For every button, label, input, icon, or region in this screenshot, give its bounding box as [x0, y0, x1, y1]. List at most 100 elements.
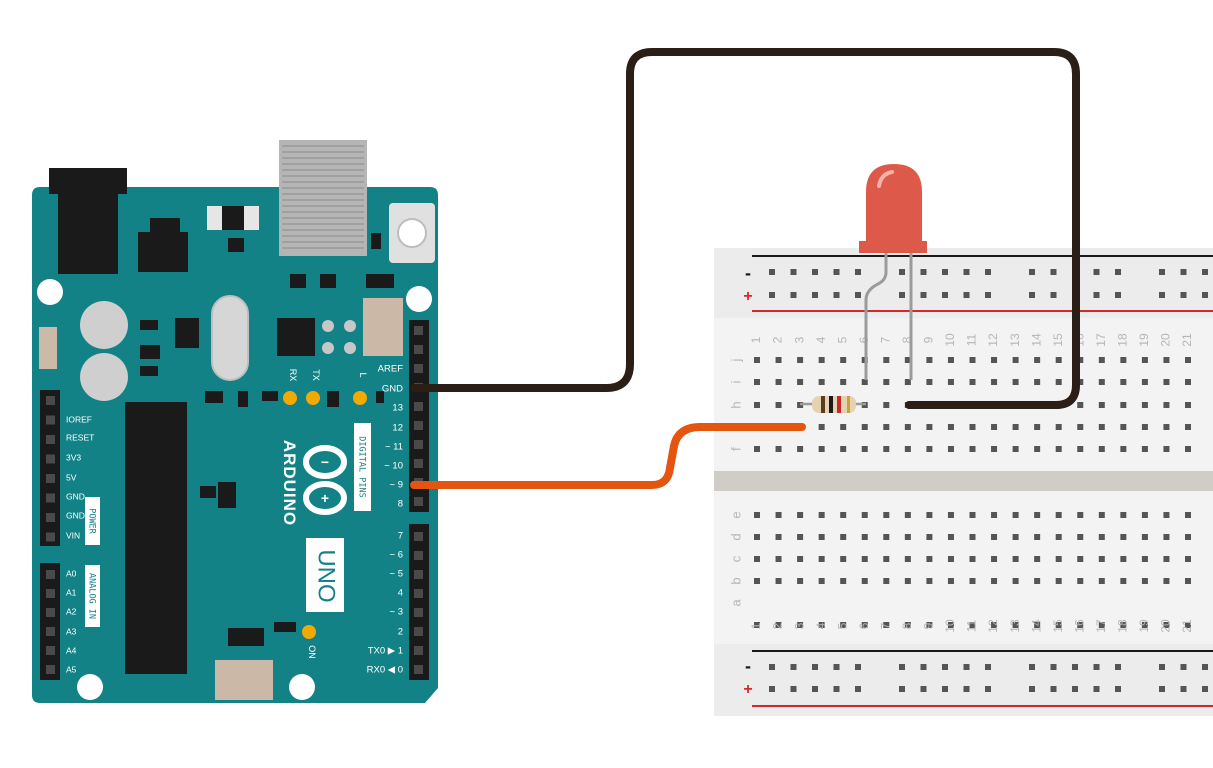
breadboard-hole [1098, 622, 1105, 628]
breadboard-hole [969, 379, 976, 385]
breadboard-hole [1163, 357, 1170, 363]
top-rail-plus-sign: + [743, 288, 752, 305]
digital-header-lower [409, 524, 429, 680]
pad [322, 342, 334, 354]
breadboard-hole [969, 578, 976, 584]
header-pin[interactable] [414, 326, 423, 335]
header-pin[interactable] [414, 532, 423, 541]
header-pin[interactable] [414, 345, 423, 354]
rail-hole [985, 686, 991, 692]
breadboard-hole [1163, 578, 1170, 584]
header-pin[interactable] [414, 440, 423, 449]
bottom-rail-plus-sign: + [743, 681, 752, 698]
breadboard-hole [1141, 622, 1148, 628]
breadboard-hole [1120, 578, 1127, 584]
breadboard-hole [775, 402, 782, 408]
header-pin[interactable] [414, 459, 423, 468]
column-number: 11 [965, 333, 979, 346]
breadboard-hole [1012, 578, 1019, 584]
header-pin[interactable] [414, 551, 423, 560]
header-pin[interactable] [414, 570, 423, 579]
breadboard-hole [1034, 379, 1041, 385]
header-pin[interactable] [46, 532, 55, 542]
breadboard-hole [1120, 379, 1127, 385]
header-pin[interactable] [46, 627, 55, 636]
breadboard-hole [775, 534, 782, 540]
mounting-hole [406, 286, 432, 312]
breadboard-hole [904, 534, 911, 540]
header-pin[interactable] [414, 646, 423, 655]
breadboard-hole [1163, 556, 1170, 562]
header-pin[interactable] [414, 608, 423, 617]
breadboard-hole [754, 357, 760, 363]
analog-pin-label: A1 [66, 587, 77, 597]
rail-hole [1159, 292, 1165, 298]
ground-wire[interactable] [410, 48, 1080, 409]
breadboard-hole [797, 512, 804, 518]
rail-hole [812, 686, 818, 692]
header-pin[interactable] [46, 415, 55, 425]
header-pin[interactable] [46, 493, 55, 503]
header-pin[interactable] [414, 421, 423, 430]
breadboard-hole [1012, 424, 1019, 430]
rail-hole [1202, 686, 1208, 692]
breadboard-hole [1120, 402, 1127, 408]
header-pin[interactable] [46, 608, 55, 617]
header-pin[interactable] [46, 665, 55, 674]
header-pin[interactable] [414, 497, 423, 506]
breadboard-hole [1185, 424, 1191, 430]
icsp-header [215, 660, 273, 700]
header-pin[interactable] [46, 570, 55, 579]
column-number: 15 [1051, 619, 1065, 633]
logo-infinity-right [303, 481, 347, 515]
power-pin-label: RESET [66, 432, 94, 442]
header-pin[interactable] [414, 665, 423, 674]
smd-component [228, 628, 264, 646]
top-rail-minus-sign: - [745, 263, 751, 283]
breadboard-hole [1185, 379, 1191, 385]
regulator-tab [150, 218, 180, 232]
breadboard-hole [797, 379, 804, 385]
rail-hole [963, 664, 970, 670]
row-letter: e [728, 511, 743, 518]
signal-wire[interactable] [410, 423, 806, 489]
header-pin[interactable] [46, 646, 55, 655]
header-pin[interactable] [414, 364, 423, 373]
smd-component [376, 391, 384, 403]
header-pin[interactable] [414, 402, 423, 411]
reset-button[interactable] [397, 218, 427, 248]
rail-hole [1029, 664, 1035, 670]
rail-hole [942, 664, 948, 670]
smd-component [140, 320, 158, 330]
rail-hole [1115, 269, 1121, 275]
breadboard-hole [1012, 556, 1019, 562]
rail-hole [1159, 686, 1165, 692]
rail-hole [1093, 292, 1100, 298]
column-number: 11 [965, 619, 979, 632]
breadboard-hole [840, 622, 847, 628]
breadboard-hole [1185, 512, 1191, 518]
breadboard-hole [818, 622, 825, 628]
rail-hole [769, 664, 775, 670]
header-pin[interactable] [46, 454, 55, 464]
rail-hole [1180, 269, 1187, 275]
rail-hole [1050, 664, 1057, 670]
breadboard-hole [754, 446, 760, 452]
breadboard-hole [1163, 534, 1170, 540]
header-pin[interactable] [414, 627, 423, 636]
header-pin[interactable] [414, 589, 423, 598]
breadboard-hole [1034, 357, 1041, 363]
header-pin[interactable] [46, 513, 55, 522]
header-pin[interactable] [46, 589, 55, 598]
digital-pin-label: RX0 ◀ 0 [367, 665, 403, 676]
header-pin[interactable] [46, 396, 55, 405]
breadboard-hole [883, 622, 890, 628]
header-pin[interactable] [46, 435, 55, 444]
rail-hole [899, 269, 905, 275]
header-pin[interactable] [46, 474, 55, 483]
uno-badge [306, 538, 344, 612]
breadboard-hole [797, 357, 804, 363]
column-number: 13 [1008, 333, 1022, 347]
breadboard-hole [1098, 424, 1105, 430]
column-number: 20 [1159, 619, 1173, 633]
